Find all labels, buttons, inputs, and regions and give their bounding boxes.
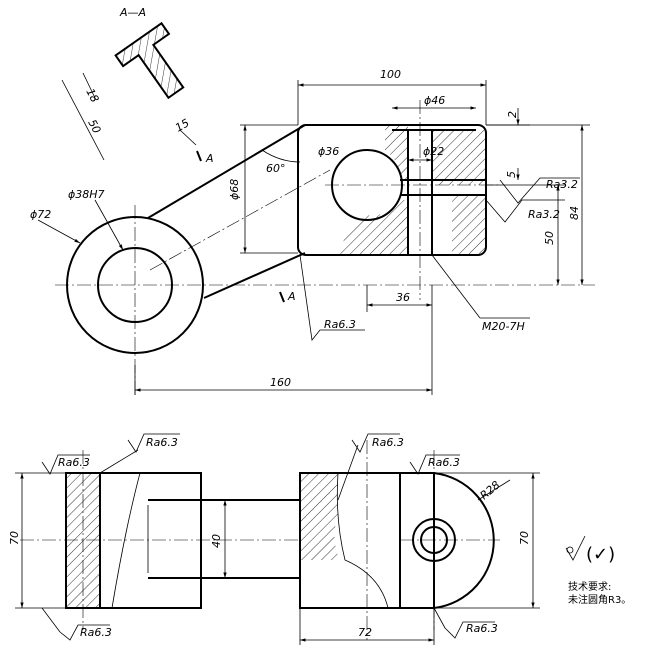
dim-phi72: ϕ72: [30, 208, 51, 221]
top-view: 100 ϕ46 ϕ36 ϕ22 ϕ68 60° ϕ38H7 ϕ72 2 5 50…: [30, 68, 595, 395]
roughness-symbol-ra63: [299, 254, 365, 341]
roughness-r6: Ra6.3: [466, 622, 498, 635]
section-dim-line-15: [179, 129, 197, 146]
block-hatch-bottom-left: [340, 200, 408, 255]
roughness-r4: Ra6.3: [428, 456, 460, 469]
break-line-right: [336, 472, 389, 609]
roughness-r1: Ra6.3: [58, 456, 90, 469]
section-title: A—A: [119, 6, 146, 19]
right-lug-arc: [433, 472, 495, 609]
dim-84: 84: [568, 206, 581, 220]
roughness-ra63: Ra6.3: [324, 318, 356, 331]
section-dim-18: 18: [83, 86, 101, 104]
section-dim-line-18: [82, 72, 97, 101]
dim-phi68: ϕ68: [228, 179, 241, 200]
section-view-label: A: [205, 152, 214, 165]
roughness-r3: Ra6.3: [372, 436, 404, 449]
roughness-symbol-r1: [41, 454, 90, 475]
arm-centerline: [149, 169, 331, 271]
dim-phi22: ϕ22: [423, 145, 444, 158]
block-hatch-top-right: [432, 130, 486, 185]
roughness-symbol-ra32b: [485, 199, 565, 223]
roughness-ra32a: Ra3.2: [546, 178, 578, 191]
roughness-r5: Ra6.3: [80, 626, 112, 639]
dim-angle-60: 60°: [266, 162, 286, 175]
roughness-symbol-r5: [59, 624, 110, 641]
dim-70-right: 70: [518, 531, 531, 545]
arm-outline: [148, 499, 300, 579]
note-line-1: 技术要求:: [568, 580, 611, 593]
top-view-label: A: [287, 290, 296, 303]
roughness-r2: Ra6.3: [146, 436, 178, 449]
dim-40: 40: [210, 534, 223, 548]
roughness-ra32b: Ra3.2: [528, 208, 560, 221]
roughness-symbol-r2: [127, 433, 180, 453]
section-cut-mark-upper: [196, 150, 202, 162]
dim-160: 160: [270, 376, 291, 389]
roughness-symbol-r3: [351, 433, 400, 453]
dim-36: 36: [396, 291, 410, 304]
dim-phi38h7: ϕ38H7: [68, 188, 105, 201]
technical-notes: (✓) 技术要求: 未注圆角R3。: [565, 535, 631, 606]
leader-phi38h7: [94, 199, 124, 251]
leader-phi72: [37, 219, 81, 244]
thread-spec: M20-7H: [482, 320, 525, 333]
thread-leader: [431, 254, 481, 319]
roughness-symbol-r6: [444, 621, 495, 639]
section-cut-mark-lower: [279, 291, 285, 303]
general-roughness-symbol: [565, 535, 586, 561]
block-hatch-top-left: [385, 125, 408, 180]
dim-5: 5: [505, 171, 518, 178]
dim-phi36: ϕ36: [318, 145, 339, 158]
block-hatch-bottom-right: [452, 195, 486, 255]
dim-50: 50: [543, 231, 556, 245]
roughness-symbol-r4: [409, 454, 460, 475]
right-block-hatch: [300, 473, 340, 560]
note-line-2: 未注圆角R3。: [568, 593, 631, 606]
dim-70-left: 70: [8, 531, 21, 545]
section-a-a: A—A 18 50 15 A: [61, 6, 214, 165]
angle-arc: [261, 149, 301, 163]
arm-upper-edge: [147, 124, 306, 219]
dim-100: 100: [380, 68, 401, 81]
arm-lower-edge: [203, 252, 306, 299]
dim-2: 2: [506, 111, 519, 118]
dim-r28: R28: [478, 478, 503, 502]
dim-phi46: ϕ46: [424, 94, 445, 107]
section-dim-15: 15: [173, 116, 192, 134]
general-roughness-note: (✓): [586, 544, 615, 565]
front-view: 70 40 70 72 R28 Ra6.3 Ra6.3 Ra6.3 Ra6.3 …: [8, 433, 540, 645]
dim-72: 72: [358, 626, 372, 639]
leader-r28: [477, 479, 511, 501]
section-dim-line-50: [61, 79, 105, 161]
break-line-left: [111, 472, 141, 609]
section-profile: [114, 21, 185, 100]
roughness-symbol-ra32a: [499, 177, 580, 204]
section-dim-50: 50: [85, 117, 103, 135]
